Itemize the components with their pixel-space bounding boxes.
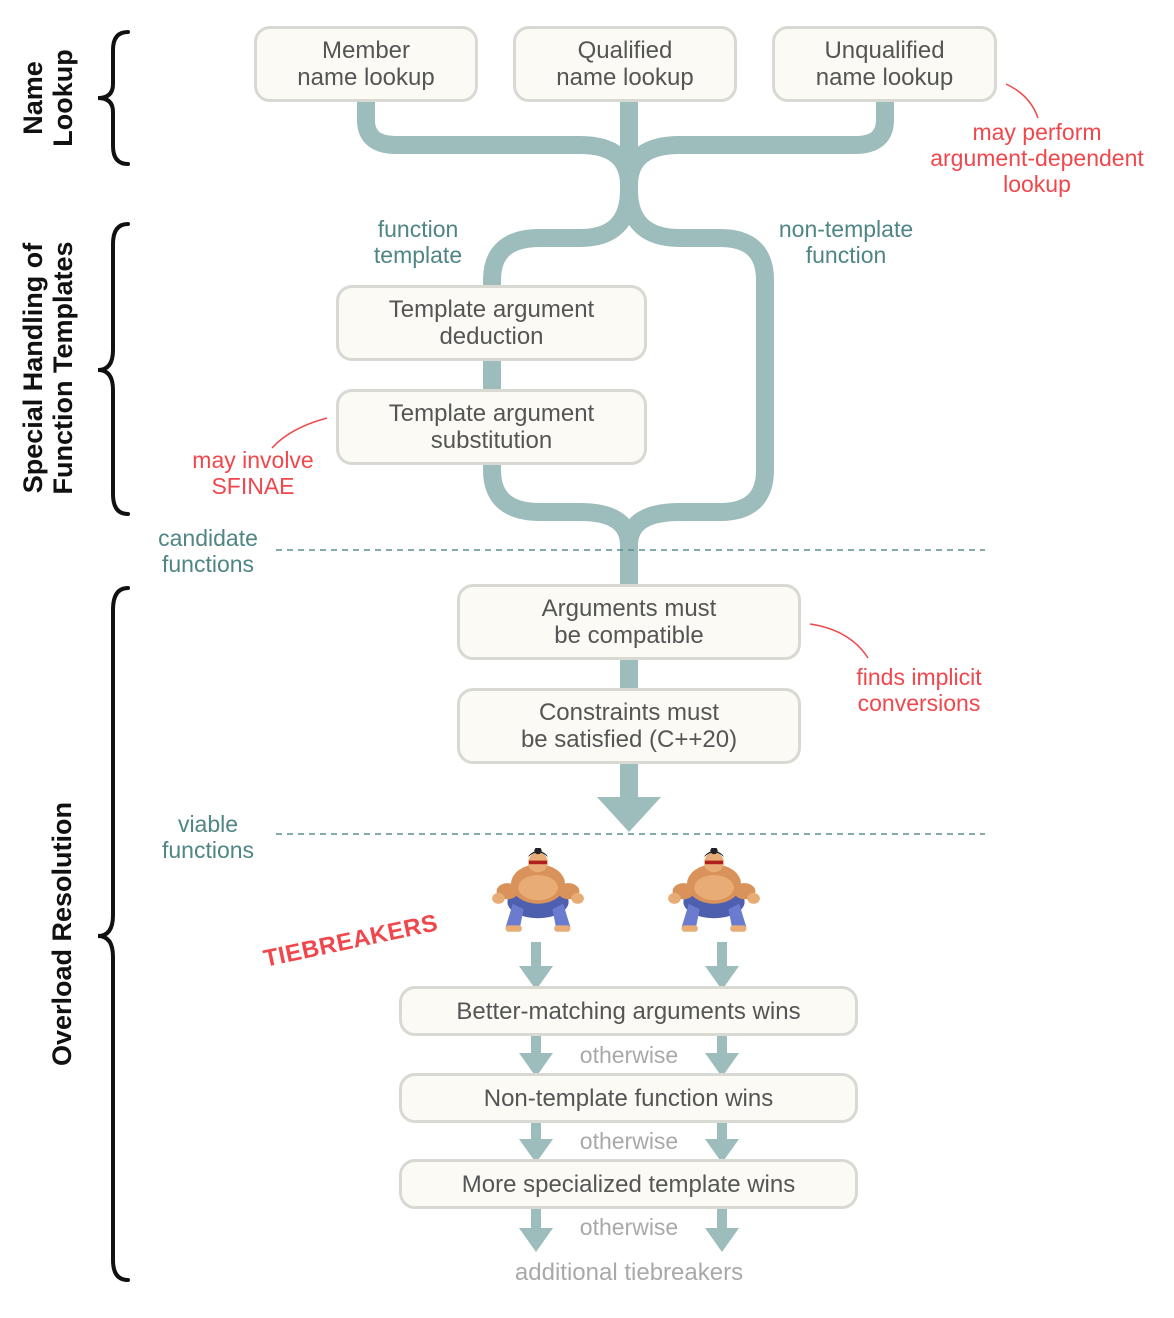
arrow-head — [519, 1139, 553, 1163]
non-template-wins-node: Non-template function wins — [399, 1073, 858, 1123]
otherwise-label: otherwise — [579, 1214, 679, 1240]
more-specialized-node: More specialized template wins — [399, 1159, 858, 1209]
function-template-label: function template — [373, 216, 463, 268]
sumo-wrestler-icon — [668, 848, 760, 932]
section-braces — [97, 30, 130, 1282]
stage-dividers — [276, 549, 985, 835]
template-argument-substitution-node: Template argument substitution — [336, 389, 647, 465]
arrow-head — [705, 1139, 739, 1163]
arrow-head — [705, 966, 739, 990]
member-name-lookup-node: Member name lookup — [254, 26, 478, 102]
arrow-stem — [717, 1206, 727, 1232]
arrow-stem — [531, 1120, 541, 1140]
otherwise-label: otherwise — [579, 1128, 679, 1154]
flow-pipes — [357, 100, 894, 800]
arrow-stem — [531, 942, 541, 968]
pipe-unqualified — [620, 100, 894, 186]
brace-special-handling — [97, 222, 130, 516]
arrow-stem — [531, 1034, 541, 1054]
arrow-head — [519, 1053, 553, 1077]
template-argument-deduction-node: Template argument deduction — [336, 285, 647, 361]
section-overload-resolution: Overload Resolution — [47, 801, 77, 1067]
section-name-lookup: Name Lookup — [18, 49, 78, 147]
tiebreaker-arrows — [519, 942, 739, 1252]
annotation-leaders — [271, 83, 1039, 659]
sumo-wrestler-icon — [492, 848, 584, 932]
sfinae-leader — [271, 417, 328, 449]
viable-functions-label: viable functions — [161, 811, 255, 863]
additional-tiebreakers-label: additional tiebreakers — [514, 1259, 744, 1286]
arrow-stem — [717, 942, 727, 968]
adl-leader — [1005, 83, 1039, 119]
arrow-stem — [717, 1120, 727, 1140]
arrow-head — [705, 1053, 739, 1077]
non-template-function-label: non-template function — [778, 216, 914, 268]
brace-overload-resolution — [97, 586, 130, 1282]
implicit-leader — [809, 623, 869, 659]
pipe-non-template-branch — [620, 189, 774, 546]
implicit-conversions-annotation: finds implicit conversions — [856, 664, 982, 716]
arrow-stem — [717, 1034, 727, 1054]
otherwise-label: otherwise — [579, 1042, 679, 1068]
brace-name-lookup — [97, 30, 130, 166]
constraints-satisfied-node: Constraints must be satisfied (C++20) — [457, 688, 801, 764]
arguments-compatible-node: Arguments must be compatible — [457, 584, 801, 660]
arrow-stem — [531, 1206, 541, 1232]
section-special-handling: Special Handling of Function Templates — [18, 241, 78, 495]
arrow-head — [519, 966, 553, 990]
better-matching-node: Better-matching arguments wins — [399, 986, 858, 1036]
candidate-functions-label: candidate functions — [158, 525, 258, 577]
sfinae-annotation: may involve SFINAE — [192, 447, 314, 499]
viable-arrowhead — [597, 797, 661, 832]
pipe-member — [357, 100, 638, 186]
pipe-template-branch — [483, 189, 638, 546]
arrow-head — [705, 1228, 739, 1252]
arrow-head — [519, 1228, 553, 1252]
adl-annotation: may perform argument-dependent lookup — [930, 119, 1144, 197]
qualified-name-lookup-node: Qualified name lookup — [513, 26, 737, 102]
unqualified-name-lookup-node: Unqualified name lookup — [772, 26, 997, 102]
